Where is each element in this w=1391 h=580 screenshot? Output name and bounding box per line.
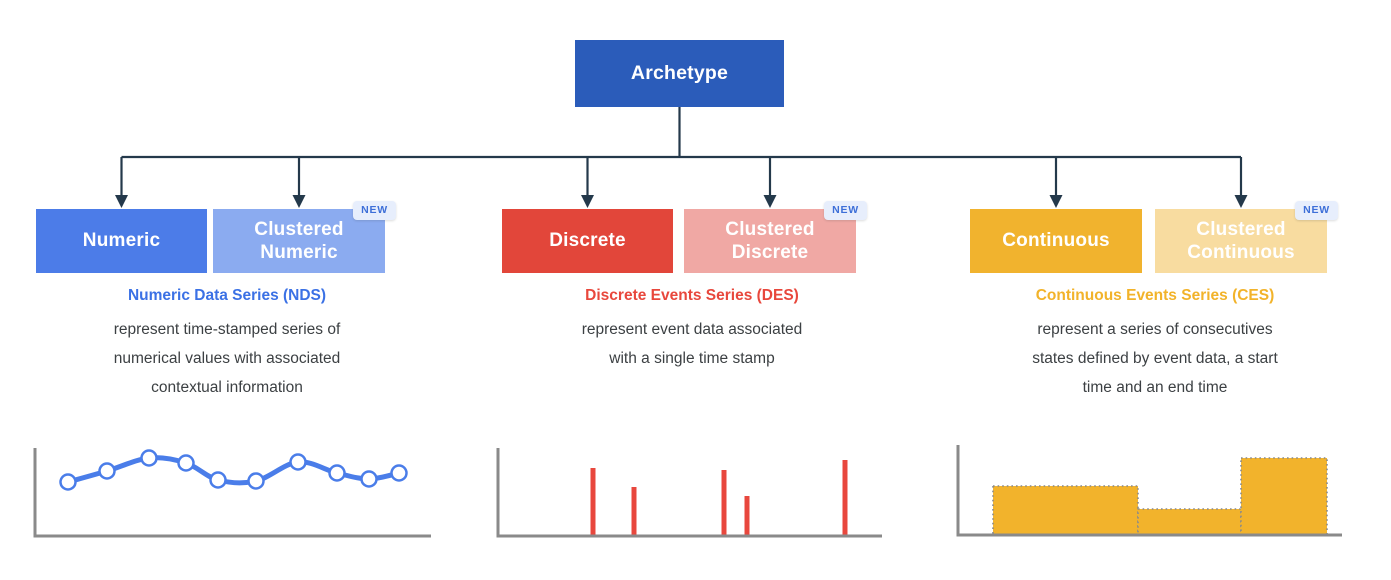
description-line: represent a series of consecutives	[1037, 321, 1273, 338]
connector-arrowheads	[115, 195, 1248, 208]
new-badge: NEW	[353, 201, 396, 220]
new-badge: NEW	[824, 201, 867, 220]
description-line: represent time-stamped series of	[113, 321, 341, 338]
description-line: states defined by event data, a start	[1032, 350, 1278, 367]
description-continuous: Continuous Events Series (CES) represent…	[955, 287, 1355, 402]
description-discrete-title: Discrete Events Series (DES)	[585, 287, 799, 304]
description-line: time and an end time	[1082, 379, 1228, 396]
description-line: numerical values with associated	[113, 350, 341, 367]
box-discrete-label: Discrete	[549, 230, 626, 252]
box-clustered-continuous: Clustered Continuous NEW	[1155, 201, 1338, 273]
box-clustered-discrete: Clustered Discrete NEW	[684, 201, 867, 273]
mini-chart-discrete-events	[496, 448, 882, 538]
description-discrete: Discrete Events Series (DES) represent e…	[492, 287, 892, 373]
box-numeric: Numeric	[36, 209, 207, 273]
description-line: represent event data associated	[581, 321, 803, 338]
mini-chart-continuous-states	[956, 445, 1342, 537]
box-clustered-numeric-label: Clustered Numeric	[254, 218, 344, 263]
description-numeric-title: Numeric Data Series (NDS)	[127, 287, 327, 304]
connector-lines	[120, 107, 1243, 197]
description-numeric: Numeric Data Series (NDS) represent time…	[27, 287, 427, 402]
archetype-root-label: Archetype	[630, 61, 729, 84]
description-line: contextual information	[151, 379, 303, 396]
box-continuous-label: Continuous	[1002, 230, 1110, 252]
description-continuous-title: Continuous Events Series (CES)	[1035, 287, 1275, 304]
archetype-root-box: Archetype	[575, 40, 784, 107]
box-numeric-label: Numeric	[82, 230, 161, 252]
box-clustered-numeric: Clustered Numeric NEW	[213, 201, 396, 273]
box-clustered-continuous-label: Clustered Continuous	[1187, 218, 1295, 263]
description-line: with a single time stamp	[609, 350, 775, 367]
box-continuous: Continuous	[970, 209, 1142, 273]
box-discrete: Discrete	[502, 209, 673, 273]
box-clustered-discrete-label: Clustered Discrete	[725, 218, 815, 263]
new-badge: NEW	[1295, 201, 1338, 220]
mini-chart-numeric-line	[33, 448, 431, 538]
